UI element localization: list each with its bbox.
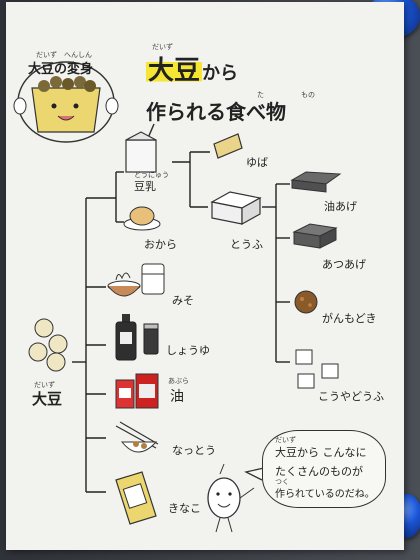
yuba-icon (213, 133, 243, 159)
atsuage-icon (292, 223, 338, 249)
title-line1-rest: から (202, 63, 239, 84)
natto-icon (115, 421, 159, 453)
atsuage-label: あつあげ (322, 258, 366, 271)
poster: だいず へんしん 大豆の変身 だいず 大豆から 作られる食べ物 た もの とうに… (6, 2, 404, 550)
mascot-icon (13, 61, 119, 143)
kinako-icon (115, 471, 157, 525)
bubble-ruby-daizu: だいず (275, 436, 296, 444)
bubble-ruby-tsuku: つく (275, 478, 289, 486)
natto-label: なっとう (172, 444, 216, 457)
koyadofu-label: こうやどうふ (318, 390, 384, 403)
title-ruby-mono: もの (301, 91, 315, 99)
aburaage-label: 油あげ (324, 200, 357, 213)
root-label: 大豆 (32, 390, 63, 408)
title-ruby-daizu: だいず (152, 43, 173, 51)
bubble-tail (244, 467, 265, 481)
tofu-label: とうふ (230, 238, 263, 251)
shoyu-icon (115, 314, 159, 361)
bubble-line-1: 大豆から こんなに (275, 446, 367, 459)
tonyu-ruby: とうにゅう (134, 171, 169, 179)
shoyu-label: しょうゆ (166, 344, 210, 357)
tofu-icon (210, 191, 262, 226)
yuba-label: ゆば (246, 156, 268, 169)
page-title-line2: 作られる食べ物 (146, 100, 286, 124)
ganmodoki-icon (294, 290, 318, 314)
okara-icon (123, 206, 161, 231)
oil-icon (115, 373, 159, 409)
aburaage-icon (290, 171, 342, 193)
tonyu-label: 豆乳 (134, 180, 156, 193)
title-ruby-ta: た (257, 91, 264, 99)
koyadofu-icon (295, 349, 339, 389)
abura-ruby: あぶら (168, 377, 189, 385)
bubble-line-2: たくさんのものが (275, 465, 363, 478)
title-highlight: 大豆 (146, 56, 203, 86)
tonyu-carton-icon (125, 123, 157, 173)
miso-label: みそ (172, 294, 194, 307)
badge-text: 大豆の変身 (28, 62, 94, 77)
speech-bubble: だいず 大豆から こんなに たくさんのものが つく 作られているのだね。 (262, 430, 386, 508)
miso-icon (107, 263, 165, 297)
root-ruby: だいず (34, 381, 55, 389)
bubble-line-3: 作られているのだね。 (275, 489, 375, 500)
bean-character-icon (207, 463, 255, 533)
badge-ruby: だいず へんしん (36, 51, 92, 59)
page-title-line1: 大豆から (146, 50, 238, 87)
kinako-label: きなこ (168, 502, 201, 515)
okara-label: おから (144, 238, 177, 251)
abura-label: 油 (170, 389, 184, 405)
ganmodoki-label: がんもどき (322, 312, 377, 325)
soybeans-icon (28, 318, 68, 372)
soy-product-tree (13, 61, 342, 533)
